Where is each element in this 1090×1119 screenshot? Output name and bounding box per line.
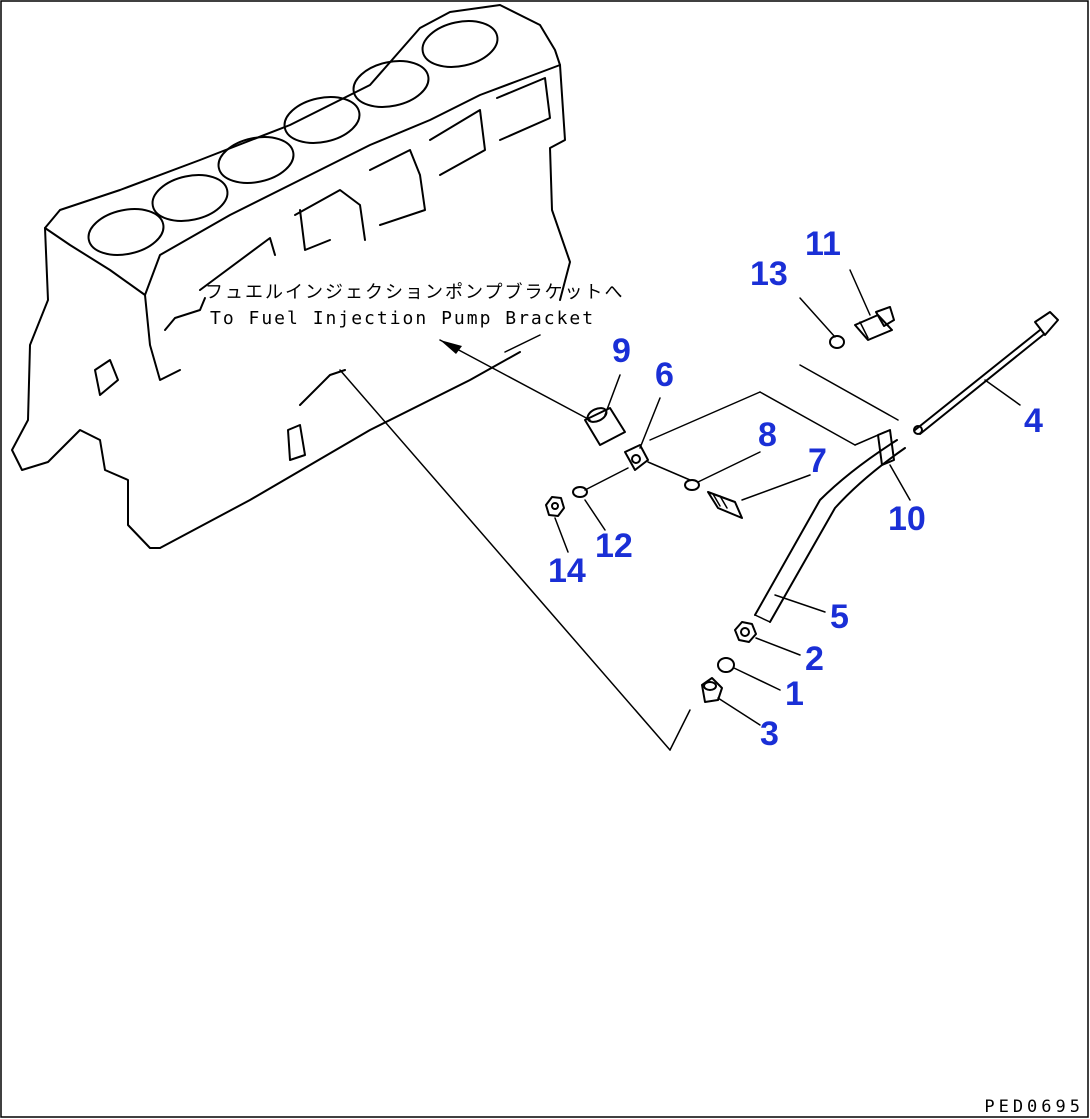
callout-6: 6 [655,356,674,394]
assembly-leaders [339,334,899,751]
part-3-adapter [701,677,723,703]
part-7-bolt [707,491,743,519]
part-6-clamp [624,444,649,471]
part-8-washer [684,479,700,491]
part-1-ring [717,657,735,673]
clamp-bolt-axis [584,467,629,491]
callout-11: 11 [805,225,841,263]
part-12-washer [572,486,588,498]
part-14-nut [545,496,565,517]
part-10-clip [877,429,895,466]
callout-2: 2 [805,640,824,678]
callout-10: 10 [888,500,926,538]
callout-5: 5 [830,598,849,636]
callout-8: 8 [758,416,777,454]
callout-4: 4 [1024,402,1043,440]
note-arrow-icon [440,340,462,354]
note-english: To Fuel Injection Pump Bracket [210,308,595,329]
callout-7: 7 [808,442,827,480]
part-5-guide-tube [754,439,906,623]
engine-block [11,4,571,549]
note-japanese: フュエルインジェクションポンプブラケットへ [205,281,624,303]
part-13-washer [829,335,845,349]
callout-leaders [554,269,1021,726]
callout-3: 3 [760,715,779,753]
part-9-spacer [584,407,626,446]
callout-12: 12 [595,527,633,565]
drawing-code: PED0695 [984,1097,1084,1117]
clamp-bolt-axis-right [647,461,691,481]
part-4-dipstick [913,311,1059,435]
part-11-bolt [854,306,895,341]
callout-9: 9 [612,332,631,370]
callout-13: 13 [750,255,788,293]
callout-14: 14 [548,552,586,590]
part-2-nut [734,621,757,643]
callout-1: 1 [785,675,804,713]
